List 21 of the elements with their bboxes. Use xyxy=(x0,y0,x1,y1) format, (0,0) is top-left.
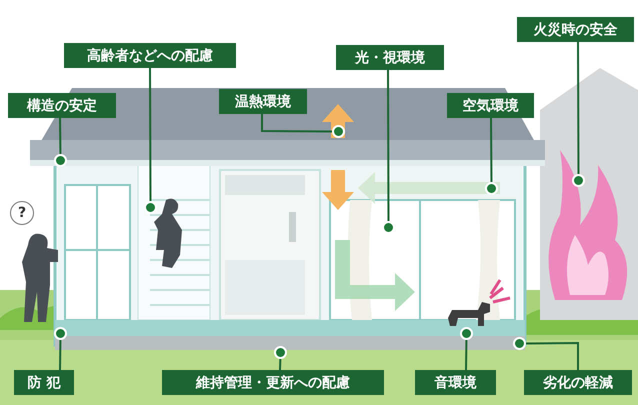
feature-label: 高齢者などへの配慮 xyxy=(64,43,236,68)
feature-label: 防 犯 xyxy=(14,370,74,395)
leader-line xyxy=(577,42,580,174)
leader-line xyxy=(526,342,579,370)
leader-line xyxy=(490,118,492,182)
feature-label: 構造の安定 xyxy=(8,93,116,118)
leader-line xyxy=(387,70,390,221)
feature-label: 光・視環境 xyxy=(336,45,444,70)
feature-label: 火災時の安全 xyxy=(517,17,634,42)
leader-line xyxy=(59,340,62,370)
speech-bubble: ? xyxy=(10,201,34,225)
leader-line xyxy=(465,340,468,370)
leader-line xyxy=(279,358,282,370)
feature-label: 音環境 xyxy=(415,370,496,395)
feature-label: 劣化の軽減 xyxy=(524,370,632,395)
leader-line xyxy=(261,114,332,132)
leader-line xyxy=(149,68,152,201)
feature-label: 維持管理・更新への配慮 xyxy=(162,370,384,395)
leader-line xyxy=(59,118,62,154)
feature-label: 空気環境 xyxy=(447,93,534,118)
feature-label: 温熱環境 xyxy=(219,89,307,114)
